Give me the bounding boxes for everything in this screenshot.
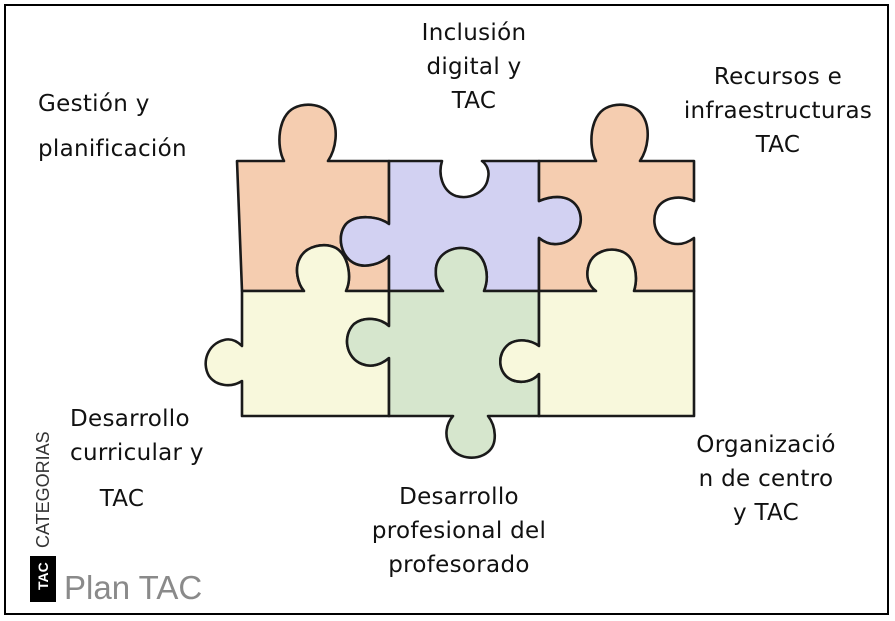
label-profesional: Desarrollo profesional del profesorado xyxy=(372,484,546,578)
plan-tac-title: Plan TAC xyxy=(64,569,202,606)
label-curricular-line3: TAC xyxy=(99,486,145,512)
vertical-categorias-label: CATEGORIAS xyxy=(33,431,53,548)
label-gestion-line2: planificación xyxy=(38,136,187,162)
label-gestion-line1: Gestión y xyxy=(38,91,150,117)
puzzle-piece-recursos xyxy=(537,103,696,293)
label-curricular: Desarrollo curricular y TAC xyxy=(70,406,204,512)
label-organizacion: Organizació n de centro y TAC xyxy=(696,432,835,526)
puzzle-diagram: Gestión y planificación Inclusión digita… xyxy=(30,20,872,606)
label-organizacion-line1: Organizació xyxy=(696,432,835,458)
label-recursos-line2: infraestructuras xyxy=(684,98,872,124)
label-recursos: Recursos e infraestructuras TAC xyxy=(684,64,872,158)
label-organizacion-line3: y TAC xyxy=(733,500,799,526)
label-organizacion-line2: n de centro xyxy=(699,466,834,492)
label-recursos-line1: Recursos e xyxy=(714,64,842,90)
label-inclusion: Inclusión digital y TAC xyxy=(422,20,527,114)
label-gestion: Gestión y planificación xyxy=(38,91,187,162)
label-profesional-line1: Desarrollo xyxy=(399,484,519,510)
label-profesional-line3: profesorado xyxy=(388,552,529,578)
label-profesional-line2: profesional del xyxy=(372,518,546,544)
tac-badge-box xyxy=(30,556,56,602)
label-curricular-line1: Desarrollo xyxy=(70,406,190,432)
label-curricular-line2: curricular y xyxy=(70,440,204,466)
tac-badge-text: TAC xyxy=(35,562,51,590)
puzzle-piece-organizacion xyxy=(499,248,696,418)
diagram-frame: Gestión y planificación Inclusión digita… xyxy=(4,4,889,615)
label-inclusion-line2: digital y xyxy=(426,54,521,80)
label-inclusion-line1: Inclusión xyxy=(422,20,527,46)
label-recursos-line3: TAC xyxy=(755,132,801,158)
label-inclusion-line3: TAC xyxy=(451,88,497,114)
